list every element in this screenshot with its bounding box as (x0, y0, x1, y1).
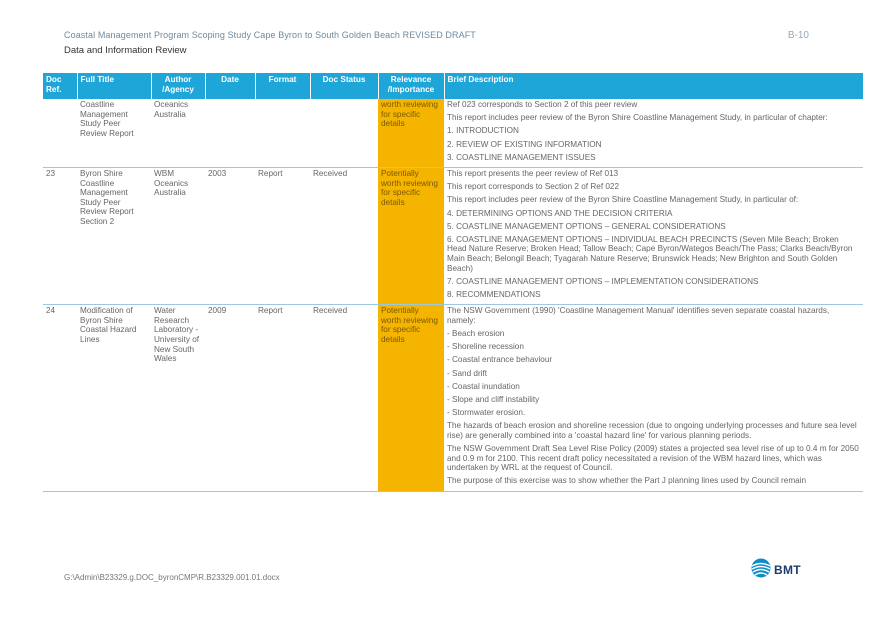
format-cell: Report (255, 304, 310, 492)
section-subtitle: Data and Information Review (64, 45, 187, 56)
status-cell: Received (310, 304, 378, 492)
description-line: Ref 023 corresponds to Section 2 of this… (447, 100, 638, 109)
description-line: - Sand drift (447, 368, 488, 378)
author-cell: Oceanics Australia (151, 99, 205, 168)
title-cell: Coastline Management Study Peer Review R… (77, 99, 151, 168)
description-line: 1. INTRODUCTION (447, 126, 519, 136)
data-review-table: Doc Ref. Full Title Author /Agency Date … (43, 73, 863, 492)
description-line: The NSW Government Draft Sea Level Rise … (447, 444, 859, 473)
logo-text: BMT (774, 563, 801, 577)
author-cell: Water Research Laboratory - University o… (151, 304, 205, 492)
page-number: B-10 (787, 30, 809, 41)
table-header-row: Doc Ref. Full Title Author /Agency Date … (43, 73, 863, 99)
column-header-brief-description: Brief Description (443, 73, 863, 99)
relevance-cell: Potentially worth reviewing for specific… (378, 304, 444, 492)
description-cell: The NSW Government (1990) 'Coastline Man… (444, 304, 863, 492)
description-line: This report presents the peer review of … (447, 168, 619, 178)
description-line: The purpose of this exercise was to show… (447, 476, 807, 486)
table-row: Coastline Management Study Peer Review R… (43, 99, 863, 168)
relevance-cell: Potentially worth reviewing for specific… (378, 167, 444, 306)
description-line: 4. DETERMINING OPTIONS AND THE DECISION … (447, 208, 673, 218)
document-title: Coastal Management Program Scoping Study… (64, 30, 476, 40)
description-line: - Coastal entrance behaviour (447, 355, 553, 365)
doc-ref-cell: 23 (43, 167, 77, 306)
date-cell: 2009 (205, 304, 255, 492)
date-cell: 2003 (205, 167, 255, 306)
description-line: 3. COASTLINE MANAGEMENT ISSUES (447, 152, 596, 162)
column-header-author: Author /Agency (150, 73, 205, 99)
description-line: This report includes peer review of the … (447, 113, 828, 123)
column-header-full-title: Full Title (76, 73, 151, 99)
description-line: 7. COASTLINE MANAGEMENT OPTIONS – IMPLEM… (447, 276, 759, 286)
description-line: 2. REVIEW OF EXISTING INFORMATION (447, 139, 602, 149)
description-line: - Beach erosion (447, 329, 505, 338)
author-cell: WBM Oceanics Australia (151, 167, 205, 306)
description-line: The NSW Government (1990) 'Coastline Man… (447, 306, 830, 325)
column-header-relevance: Relevance /Importance (377, 73, 444, 99)
doc-ref-cell (43, 99, 77, 168)
column-header-date: Date (204, 73, 255, 99)
description-line: This report includes peer review of the … (447, 195, 799, 205)
description-line: - Shoreline recession (447, 342, 524, 352)
description-line: 8. RECOMMENDATIONS (447, 290, 541, 300)
column-header-format: Format (254, 73, 310, 99)
status-cell: Received (310, 167, 378, 306)
column-header-doc-status: Doc Status (309, 73, 378, 99)
description-line: - Slope and cliff instability (447, 394, 540, 404)
status-cell (310, 99, 378, 168)
bmt-logo: BMT (751, 556, 817, 582)
bmt-globe-icon (751, 558, 771, 578)
file-path: G:\Admin\B23329.g.DOC_byronCMP\R.B23329.… (64, 573, 280, 582)
description-line: - Stormwater erosion. (447, 408, 526, 418)
table-body: Coastline Management Study Peer Review R… (43, 99, 863, 492)
description-cell: This report presents the peer review of … (444, 167, 863, 306)
description-line: The hazards of beach erosion and shoreli… (447, 421, 857, 440)
date-cell (205, 99, 255, 168)
format-cell (255, 99, 310, 168)
title-cell: Byron Shire Coastline Management Study P… (77, 167, 151, 306)
description-line: 5. COASTLINE MANAGEMENT OPTIONS – GENERA… (447, 221, 726, 231)
description-line: 6. COASTLINE MANAGEMENT OPTIONS – INDIVI… (447, 234, 853, 273)
column-header-doc-ref: Doc Ref. (43, 73, 77, 99)
title-cell: Modification of Byron Shire Coastal Haza… (77, 304, 151, 492)
description-line: - Coastal inundation (447, 381, 520, 391)
relevance-cell: worth reviewing for specific details (378, 99, 444, 168)
description-line: This report corresponds to Section 2 of … (447, 182, 620, 192)
doc-ref-cell: 24 (43, 304, 77, 492)
description-cell: Ref 023 corresponds to Section 2 of this… (444, 99, 863, 168)
format-cell: Report (255, 167, 310, 306)
